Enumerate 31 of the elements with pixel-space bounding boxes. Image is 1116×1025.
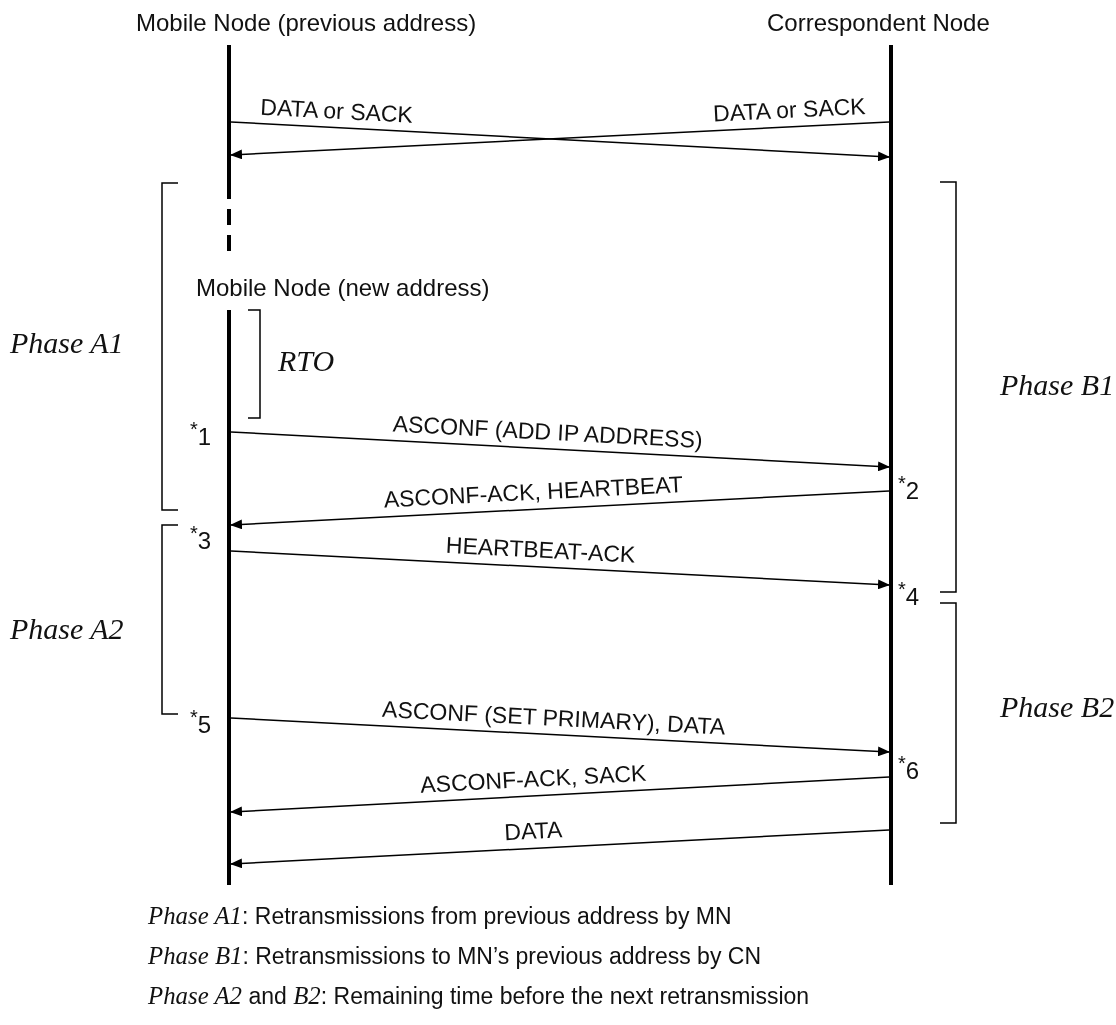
lifeline-label: Mobile Node (previous address) [136,9,477,37]
edge-label: DATA [502,817,564,846]
footnote-mark: $^{*}$5 [190,706,212,739]
legend-note: Phase A1: Retransmissions from previous address by MN [148,902,732,930]
lifeline-label: Correspondent Node [767,9,990,37]
legend-note: Phase B1: Retransmissions to MN’s previous address by CN [148,942,761,970]
phase-label: Phase A2 [10,612,124,646]
phase-label: Phase B1 [1000,368,1115,402]
edge-label: ASCONF-ACK, SACK [418,760,648,798]
arrow [230,776,890,817]
footnote-mark: $^{*}$2 [898,472,920,505]
phase-label: Phase B2 [1000,690,1115,724]
edge-label: ASCONF (SET PRIMARY), DATA [381,696,728,740]
phase-label: Phase A1 [10,326,124,360]
arrow [230,717,890,757]
edge-label: ASCONF-ACK, HEARTBEAT [381,472,685,514]
footnote-mark: $^{*}$6 [898,752,920,785]
arrow [230,431,890,472]
arrow [230,490,890,530]
edge-label: DATA or SACK [711,93,868,127]
edge-label: ASCONF (ADD IP ADDRESS) [391,411,705,454]
arrow [230,829,890,869]
lifeline-label: Mobile Node (new address) [196,274,490,302]
legend-note: Phase A2 and B2: Remaining time before the next retransmission [148,982,810,1010]
footnote-mark: $^{*}$1 [190,418,212,451]
arrow [230,550,890,590]
footnote-mark: $^{*}$3 [190,522,212,555]
edge-label: HEARTBEAT-ACK [444,532,638,568]
edge-label: DATA or SACK [259,94,415,128]
footnote-mark: $^{*}$4 [898,578,920,611]
phase-label: RTO [278,344,335,378]
